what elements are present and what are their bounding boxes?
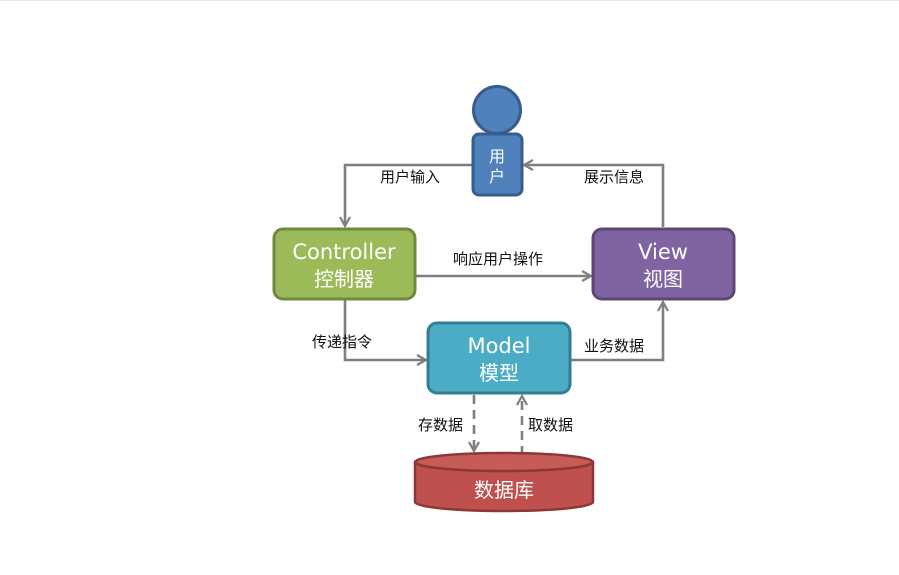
view-title-cn: 视图 xyxy=(643,267,683,291)
database-top xyxy=(413,451,595,473)
label-show-info: 展示信息 xyxy=(584,168,644,186)
label-business-data: 业务数据 xyxy=(584,337,644,355)
edge-controller-to-model xyxy=(343,300,426,360)
edge-view-to-user xyxy=(524,165,665,227)
edge-user-to-controller xyxy=(345,163,473,226)
label-pass-command: 传递指令 xyxy=(312,333,372,351)
person-icon: 用 户 xyxy=(471,85,524,197)
model-title-cn: 模型 xyxy=(479,361,519,385)
controller-title-en: Controller xyxy=(292,240,396,264)
label-fetch-data: 取数据 xyxy=(528,416,573,434)
view-box xyxy=(591,227,736,301)
model-node: Model 模型 xyxy=(426,321,572,395)
model-title-en: Model xyxy=(467,334,530,358)
controller-title-cn: 控制器 xyxy=(314,267,374,291)
view-title-en: View xyxy=(638,240,688,264)
user-head xyxy=(472,85,522,135)
user-label-line2: 户 xyxy=(489,167,505,186)
edge-model-to-view xyxy=(571,302,663,362)
label-user-input: 用户输入 xyxy=(380,168,440,186)
view-node: View 视图 xyxy=(591,227,736,301)
database-cylinder-icon: 数据库 xyxy=(413,451,595,513)
controller-node: Controller 控制器 xyxy=(272,227,417,301)
user-label-line1: 用 xyxy=(489,147,505,166)
label-respond-user-action: 响应用户操作 xyxy=(453,250,543,268)
user-body xyxy=(471,132,524,197)
controller-box xyxy=(272,227,417,301)
database-label: 数据库 xyxy=(474,478,534,502)
top-border-line xyxy=(0,0,899,1)
model-box xyxy=(426,321,572,395)
label-store-data: 存数据 xyxy=(418,416,463,434)
